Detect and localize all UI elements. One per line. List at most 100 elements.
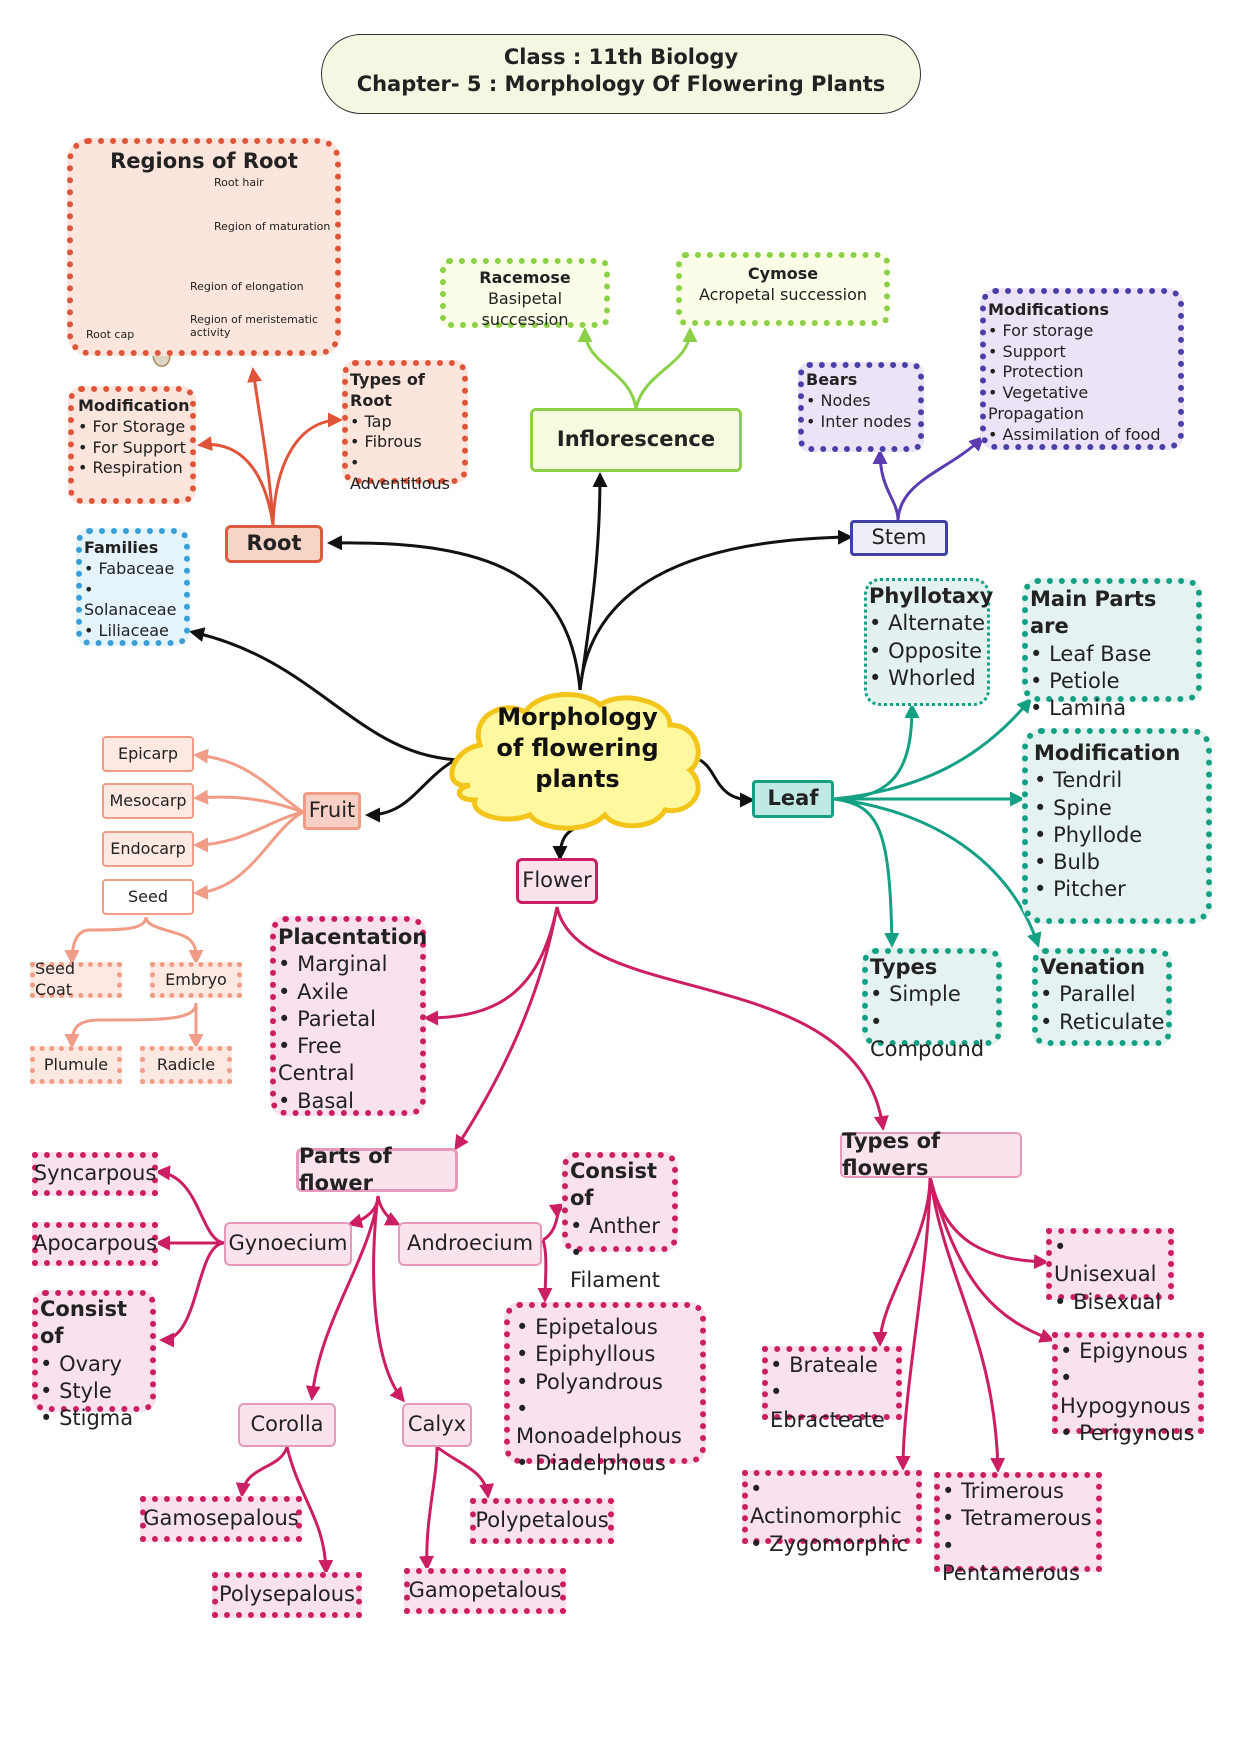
list-item: Axile — [278, 979, 420, 1006]
plumule-box[interactable]: Plumule — [30, 1046, 122, 1084]
list-item: Assimilation of food — [988, 425, 1178, 446]
list-item: Monoadelphous — [516, 1396, 700, 1451]
header-line-1: Class : 11th Biology — [503, 45, 739, 69]
list-item: Parallel — [1040, 981, 1166, 1008]
list-item: Basal — [278, 1088, 420, 1115]
list-item: Anther — [570, 1213, 672, 1240]
fruit-part-mesocarp[interactable]: Mesocarp — [102, 783, 194, 819]
placentation-box: Placentation Marginal Axile Parietal Fre… — [270, 916, 428, 1116]
types-of-root-list: Tap Fibrous Adventitious — [350, 412, 462, 495]
list-item: Lamina — [1030, 695, 1196, 722]
embryo-box[interactable]: Embryo — [150, 962, 242, 998]
androecium-consist-title: Consist of — [570, 1159, 658, 1211]
list-item: Pentamerous — [942, 1533, 1096, 1588]
label-root-hair: Root hair — [214, 176, 264, 189]
list-item: Nodes — [806, 391, 918, 412]
corolla-node[interactable]: Corolla — [238, 1403, 336, 1447]
center-node: Morphology of flowering plants — [496, 703, 659, 794]
venation-title: Venation — [1040, 955, 1146, 979]
list-item: Parietal — [278, 1006, 420, 1033]
list-item: Fibrous — [350, 432, 462, 453]
gynoecium-consist-box: Consist of Ovary Style Stigma — [32, 1290, 156, 1430]
gynoecium-consist-title: Consist of — [40, 1297, 128, 1349]
fruit-node[interactable]: Fruit — [303, 792, 361, 830]
polysepalous-box[interactable]: Polysepalous — [212, 1572, 362, 1618]
stem-node[interactable]: Stem — [850, 520, 948, 556]
gamosepalous-box[interactable]: Gamosepalous — [140, 1496, 302, 1542]
sexuality-box: Unisexual Bisexual — [1046, 1228, 1174, 1314]
radicle-box[interactable]: Radicle — [140, 1046, 232, 1084]
placentation-title: Placentation — [278, 925, 428, 949]
list-item: Epigynous — [1060, 1338, 1198, 1365]
root-modification-list: For Storage For Support Respiration — [78, 417, 190, 479]
racemose-desc: Basipetal succession — [481, 288, 569, 329]
list-item: For Support — [78, 438, 190, 459]
venation-list: Parallel Reticulate — [1040, 981, 1166, 1036]
androecium-node[interactable]: Androecium — [398, 1222, 542, 1266]
seed-coat-box[interactable]: Seed Coat — [30, 959, 122, 999]
calyx-node[interactable]: Calyx — [402, 1403, 472, 1447]
list-item: Unisexual — [1054, 1234, 1168, 1289]
leaf-node[interactable]: Leaf — [752, 780, 834, 818]
apocarpous-box[interactable]: Apocarpous — [32, 1222, 158, 1266]
stem-bears-title: Bears — [806, 370, 858, 389]
list-item: For Storage — [78, 417, 190, 438]
bracts-list: Brateale Ebracteate — [770, 1352, 896, 1434]
racemose-box: Racemose Basipetal succession — [440, 258, 610, 329]
inflorescence-node[interactable]: Inflorescence — [530, 408, 742, 472]
regions-of-root-title: Regions of Root — [110, 149, 298, 173]
list-item: Alternate — [869, 610, 987, 637]
header-line-2: Chapter- 5 : Morphology Of Flowering Pla… — [356, 72, 886, 97]
root-modification-box: Modification For Storage For Support Res… — [68, 386, 196, 504]
fruit-part-endocarp[interactable]: Endocarp — [102, 831, 194, 867]
list-item: Bulb — [1034, 849, 1206, 876]
list-item: Compound — [870, 1009, 996, 1064]
gynoecium-node[interactable]: Gynoecium — [224, 1222, 352, 1266]
center-cloud — [449, 692, 701, 831]
leaf-modification-list: Tendril Spine Phyllode Bulb Pitcher — [1034, 767, 1206, 903]
main-branches — [189, 472, 853, 861]
list-item: For storage — [988, 321, 1178, 342]
leaf-modification-title: Modification — [1034, 741, 1181, 765]
flower-branches — [155, 906, 1055, 1575]
types-of-flowers-node[interactable]: Types of flowers — [840, 1129, 1022, 1180]
list-item: Opposite — [869, 638, 987, 665]
gamopetalous-box[interactable]: Gamopetalous — [404, 1568, 566, 1614]
parts-of-flower-node[interactable]: Parts of flower — [296, 1144, 458, 1195]
list-item: Vegetative Propagation — [988, 383, 1178, 425]
list-item: Pitcher — [1034, 876, 1206, 903]
root-node[interactable]: Root — [225, 525, 323, 563]
polypetalous-box[interactable]: Polypetalous — [470, 1498, 614, 1544]
list-item: Support — [988, 342, 1178, 363]
list-item: Spine — [1034, 795, 1206, 822]
list-item: Epiphyllous — [516, 1341, 700, 1368]
stem-modifications-title: Modifications — [988, 300, 1110, 319]
phyllotaxy-list: Alternate Opposite Whorled — [869, 610, 987, 692]
sexuality-list: Unisexual Bisexual — [1054, 1234, 1168, 1316]
placentation-list: Marginal Axile Parietal Free Central Bas… — [278, 951, 420, 1115]
list-item: Marginal — [278, 951, 420, 978]
merous-box: Trimerous Tetramerous Pentamerous — [934, 1472, 1102, 1585]
label-elongation: Region of elongation — [190, 280, 304, 293]
list-item: Perigynous — [1060, 1420, 1198, 1447]
syncarpous-box[interactable]: Syncarpous — [32, 1152, 158, 1196]
stem-bears-list: Nodes Inter nodes — [806, 391, 918, 433]
list-item: Liliaceae — [84, 621, 184, 642]
fruit-part-epicarp[interactable]: Epicarp — [102, 736, 194, 772]
inflorescence-branches — [577, 327, 698, 409]
flower-node[interactable]: Flower — [516, 858, 598, 904]
regions-of-root-box: Regions of Root — [67, 138, 341, 356]
list-item: Inter nodes — [806, 412, 918, 433]
list-item: Respiration — [78, 458, 190, 479]
leaf-branches — [833, 697, 1042, 948]
label-root-cap: Root cap — [86, 328, 135, 341]
list-item: Actinomorphic — [750, 1476, 916, 1531]
stem-modifications-list: For storage Support Protection Vegetativ… — [988, 321, 1178, 446]
list-item: Free Central — [278, 1033, 420, 1088]
merous-list: Trimerous Tetramerous Pentamerous — [942, 1478, 1096, 1587]
list-item: Tetramerous — [942, 1505, 1096, 1532]
leaf-main-parts-title: Main Parts are — [1030, 587, 1157, 639]
fruit-part-seed[interactable]: Seed — [102, 879, 194, 915]
